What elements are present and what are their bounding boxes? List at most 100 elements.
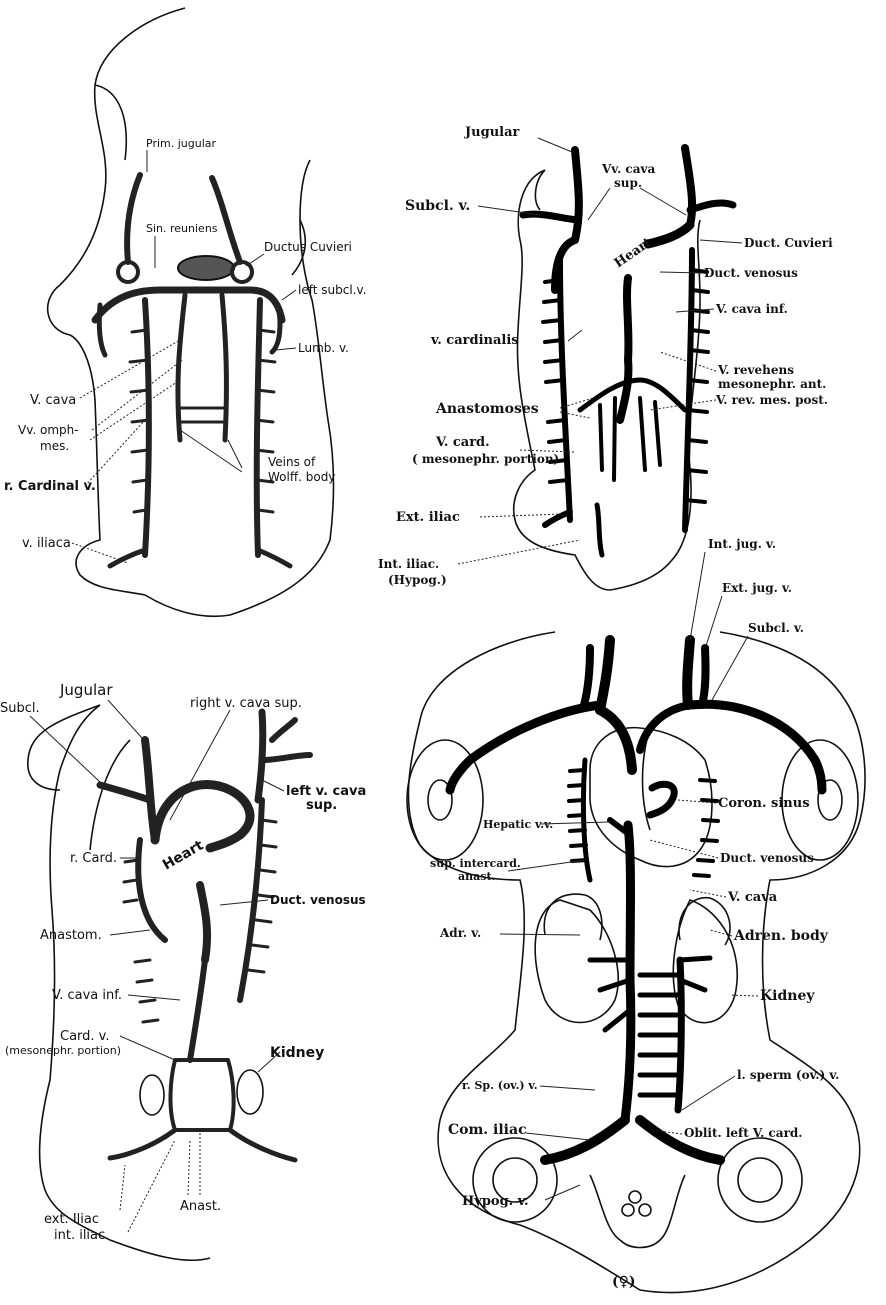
fig2-int-iliac [597,505,602,555]
fig1-label-veins-wolff-1: Veins of [268,455,316,469]
fig2-label-vv-cava-2: sup. [614,176,642,190]
fig1-label-v-cava: V. cava [30,393,76,408]
fig2-right-subclavian [690,203,733,210]
fig2-anastomoses [580,380,685,410]
fig2-label-int-iliac-2: (Hypog.) [388,573,447,587]
fig1-label-ductus-cuvieri: Ductus Cuvieri [264,240,352,254]
fig3-label-left-cava-1: left v. cava [286,784,366,799]
fig1-label-vv-omph-1: Vv. omph- [18,423,79,437]
fig1-label-lumb: Lumb. v. [298,341,349,355]
fig4-ext-jug-left [702,648,706,705]
fig4-label-hypog: Hypog. v. [462,1194,529,1209]
fig4-lumbar-ladder [640,975,680,1095]
fig2-label-anastomoses: Anastomoses [435,401,539,417]
fig1-label-vv-omph-2: mes. [40,439,69,453]
fig3-label-duct-venosus: Duct. venosus [270,893,366,907]
fig4-label-duct-venosus: Duct. venosus [720,851,814,865]
fig3-cava-inf [190,960,205,1060]
fig4-label-hepatic: Hepatic v.v. [483,818,553,831]
fig4-label-sup-intercard-2: anast. [458,870,495,883]
fig2-label-int-iliac-1: Int. iliac. [378,557,439,571]
fig1-label-veins-wolff-2: Wolff. body [268,470,335,484]
fig3-label-ext-iliac: ext. Iliac [44,1212,99,1227]
fig3-subcl-left [262,755,310,760]
fig3-left-jugular [258,712,263,800]
fig4-pelvic-ring-1 [629,1191,641,1203]
fig1-sinus-reuniens [178,256,234,280]
fig2-right-jugular [685,148,692,225]
figure-1: Prim. jugular Sin. reuniens Ductus Cuvie… [4,8,366,616]
fig4-com-iliac-left [545,1120,625,1160]
fig4-innominate [600,710,632,770]
fig1-inner-fold [95,85,126,160]
fig1-label-v-iliaca: v. iliaca [22,536,71,551]
fig4-label-v-cava: V. cava [727,890,778,905]
fig3-label-right-cava: right v. cava sup. [190,696,302,711]
fig4-left-cava-arch [640,705,690,750]
fig1-label-sin-reuniens: Sin. reuniens [146,222,218,235]
fig2-label-v-cardinalis: v. cardinalis [430,333,519,348]
fig2-label-v-rev-post: V. rev. mes. post. [715,393,828,407]
fig4-label-int-jug: Int. jug. v. [708,537,776,551]
fig4-symbol: (♀) [612,1274,635,1290]
fig2-label-duct-cuvieri: Duct. Cuvieri [744,236,833,250]
fig3-kidney-left [140,1075,164,1115]
fig3-label-left-cava-2: sup. [306,798,337,813]
fig2-label-jugular: Jugular [464,125,520,140]
fig1-right-jugular [212,178,240,262]
fig3-mesonephric-loop [170,1060,233,1130]
fig3-label-anast: Anast. [180,1199,221,1214]
fig2-label-v-revehens-2: mesonephr. ant. [718,377,826,391]
fig1-cuvier-arch [95,290,282,320]
fig2-label-duct-venosus: Duct. venosus [704,266,798,280]
fig3-label-jugular: Jugular [59,681,113,699]
fig4-label-adren-body: Adren. body [733,928,829,944]
figure-3: Heart Jugular right v. cava sup. Subcl. … [0,681,366,1260]
fig3-label-r-card: r. Card. [70,851,117,866]
fig2-label-v-card-1: V. card. [435,435,490,450]
fig2-label-v-cava-inf: V. cava inf. [715,302,788,316]
fig4-vena-cava [625,825,631,1120]
fig3-left-branch [272,720,295,740]
fig4-adrenal-left [544,894,602,940]
fig1-left-cardinal [145,300,149,555]
figure-4: (♀) Int. jug. v. Ext. jug. v. Subcl. v. … [407,537,865,1293]
fig2-heart-label: Heart [612,235,655,271]
fig2-ductus-venosus [620,278,628,420]
fig1-right-cardinal [257,300,260,555]
fig4-int-jug-left [687,640,690,705]
fig1-embryo-outline [48,8,334,616]
fig3-label-card-v-2: (mesonephr. portion) [5,1044,121,1057]
fig3-iliac-left [110,1130,175,1158]
fig2-left-subclavian [523,214,577,220]
figure-2: Heart Jugular Vv. cava sup. Subcl. v. Du… [378,125,833,590]
fig4-label-ext-jug: Ext. jug. v. [722,581,792,595]
fig4-label-oblit: Oblit. left V. card. [684,1126,802,1140]
fig1-label-r-cardinal: r. Cardinal v. [4,479,96,494]
fig2-left-loop [535,170,545,210]
fig2-label-subcl: Subcl. v. [405,198,470,214]
fig3-label-v-cava-inf: V. cava inf. [52,988,122,1003]
fig1-label-left-subcl: left subcl.v. [298,283,366,297]
fig1-anastomosis-ladder [180,408,226,422]
fig3-cava-arch [155,784,250,848]
fig3-label-anastom: Anastom. [40,928,102,943]
fig3-kidney-right [237,1070,263,1114]
fig4-label-subcl: Subcl. v. [748,621,804,635]
fig3-label-subcl: Subcl. [0,701,40,716]
fig4-leg-right-inner [738,1158,782,1202]
fig3-right-cardinal [138,840,165,940]
fig4-int-jug-right [600,640,610,710]
fig4-leg-right [718,1138,802,1222]
fig4-heart [590,728,712,867]
fig4-label-coron-sinus: Coron. sinus [718,796,810,811]
fig3-label-int-iliac: int. iliac [54,1228,105,1243]
fig2-label-ext-iliac: Ext. iliac [396,510,460,525]
fig1-right-lumbar [272,305,280,352]
fig3-heart-label: Heart [160,837,207,873]
fig4-adrenal-right [679,898,730,945]
fig3-label-kidney: Kidney [270,1045,324,1061]
fig1-right-cuvier-loop [232,262,252,282]
fig4-label-kidney: Kidney [760,988,815,1004]
